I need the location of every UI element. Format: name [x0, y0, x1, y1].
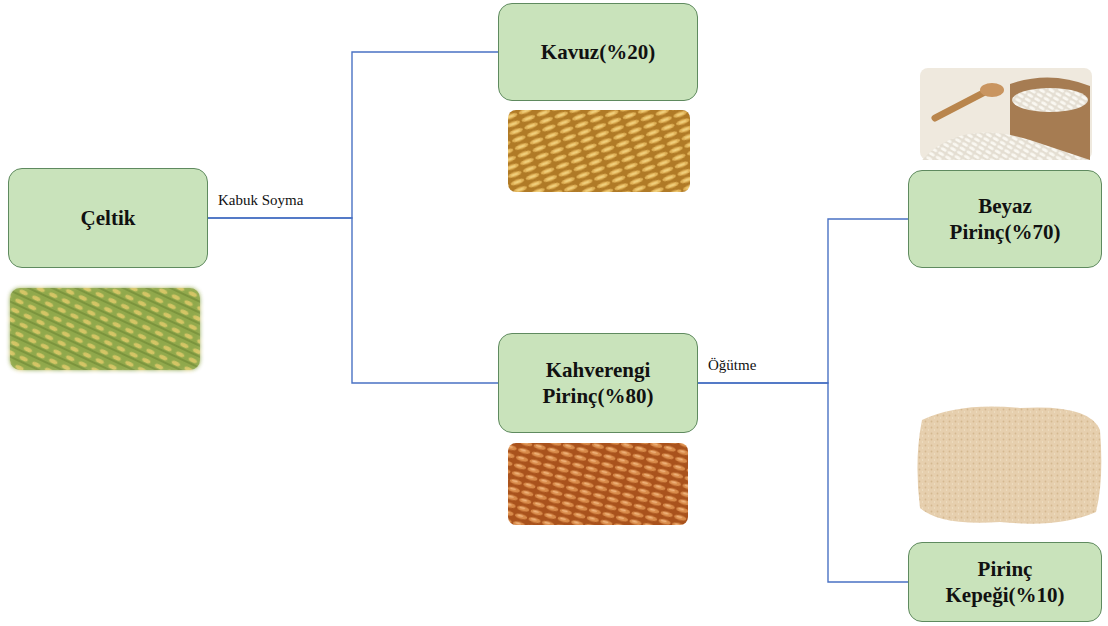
step-label: Öğütme: [706, 357, 758, 374]
connector-line: [698, 219, 908, 383]
node-label: Kahverengi Pirinç(%80): [523, 357, 673, 410]
connector-line: [208, 52, 498, 218]
product-box: Kavuz(%20): [498, 3, 698, 101]
step-label: Kabuk Soyma: [216, 192, 305, 209]
product-box: Beyaz Pirinç(%70): [908, 170, 1102, 268]
node-label: Beyaz Pirinç(%70): [940, 193, 1070, 246]
white-rice-photo: [920, 68, 1092, 160]
product-box: Pirinç Kepeği(%10): [908, 542, 1102, 622]
node-label: Kavuz(%20): [541, 39, 655, 65]
product-box: Kahverengi Pirinç(%80): [498, 333, 698, 433]
husk-photo: [508, 110, 690, 192]
node-label: Çeltik: [81, 205, 136, 231]
brown-rice-photo: [508, 443, 688, 525]
connector-line: [698, 383, 908, 582]
connector-line: [208, 218, 498, 383]
source-box: Çeltik: [8, 168, 208, 268]
rice-bran-photo: [917, 407, 1101, 524]
node-label: Pirinç Kepeği(%10): [935, 556, 1075, 609]
paddy-photo: [10, 288, 200, 370]
